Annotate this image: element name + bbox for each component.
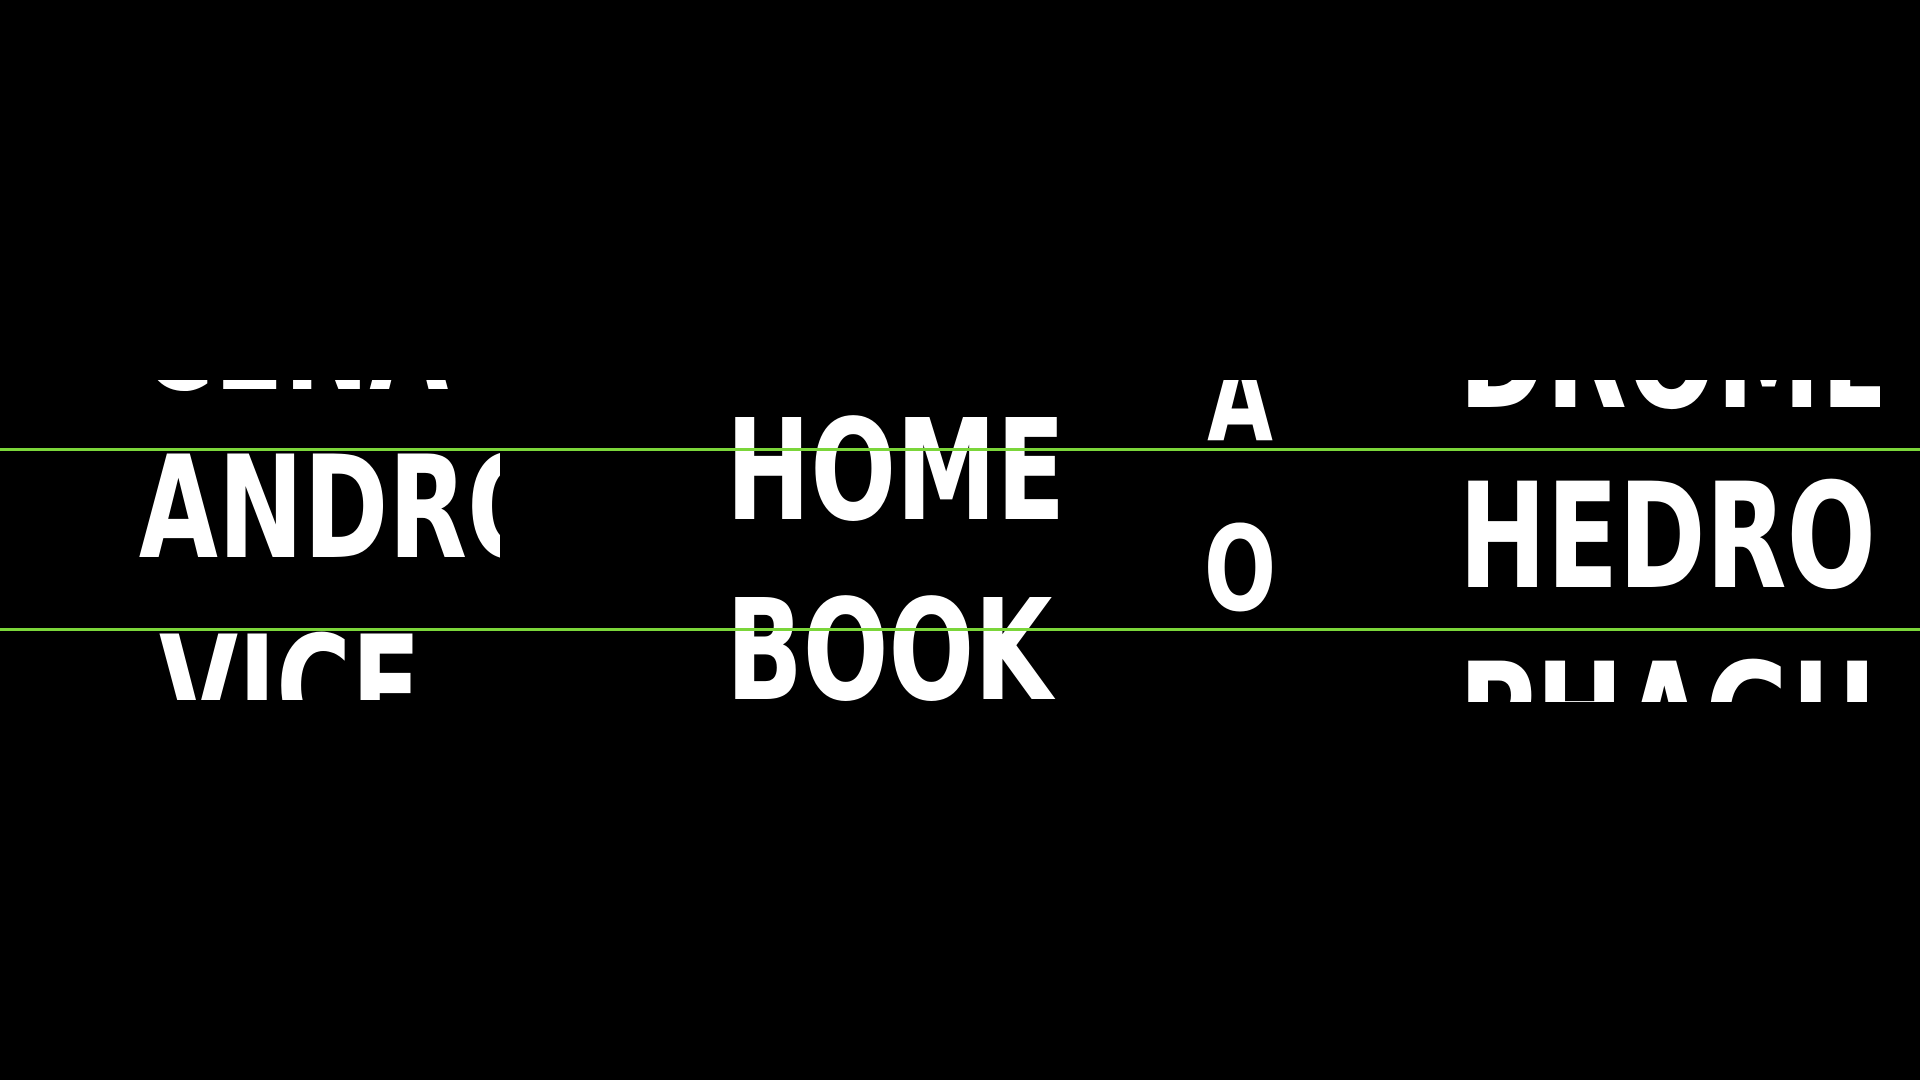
reel-word-bottom: VICE — [158, 606, 422, 701]
reel-word-center: HEDRON — [1458, 452, 1880, 622]
reel-column-1: CENA ANDRO VICE — [80, 380, 500, 700]
reel-word-center: ANDRO — [138, 426, 500, 591]
reel-word-top: CENA — [139, 380, 449, 412]
reel-word-bottom: PHAGUS — [1459, 644, 1880, 702]
reel-word-bottom: - — [1197, 680, 1283, 702]
reel-word-bottom: BOOK — [726, 570, 1053, 703]
reel-column-3: A O - — [1180, 380, 1300, 702]
reel-word-top: DROME — [1459, 380, 1880, 430]
reel-column-4: DROME HEDRON PHAGUS — [1390, 380, 1880, 702]
reel-word-top: A — [1207, 380, 1273, 468]
reel-column-2: HOME BOOK — [670, 380, 1070, 703]
guide-line-top — [0, 448, 1920, 451]
guide-line-bottom — [0, 628, 1920, 631]
reel-word-top: HOME — [726, 390, 1066, 553]
reel-word-center: O — [1203, 500, 1277, 638]
